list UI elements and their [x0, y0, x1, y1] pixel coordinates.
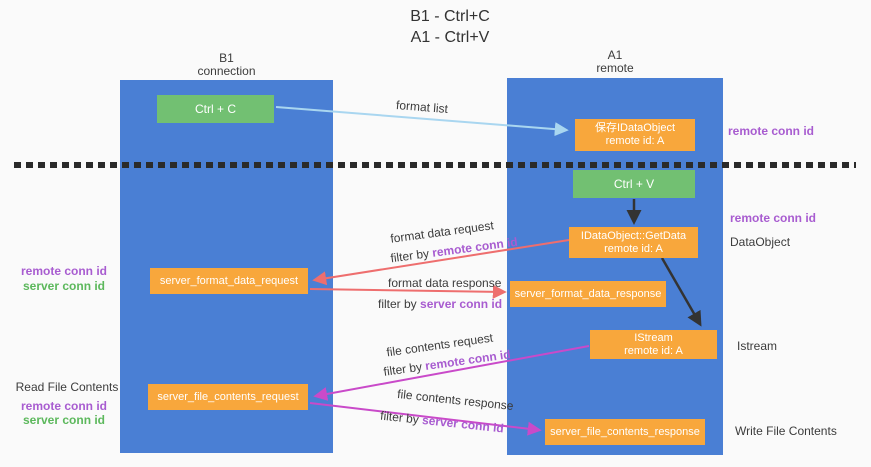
- node-sfcres-label: server_file_contents_response: [550, 425, 700, 438]
- server-conn-id-text: server conn id: [22, 279, 106, 293]
- node-getdata-line2: remote id: A: [604, 242, 663, 255]
- remote-conn-id-text: remote conn id: [728, 124, 815, 138]
- node-server-format-data-response: server_format_data_response: [510, 281, 666, 307]
- title-line1: B1 - Ctrl+C: [410, 8, 490, 25]
- read-file-contents-text: Read File Contents: [15, 380, 119, 394]
- node-idataobject-getdata: IDataObject::GetData remote id: A: [569, 227, 698, 258]
- lifeline-a1-name: A1: [607, 48, 623, 62]
- edge-label-file-contents-response: file contents response: [397, 387, 515, 413]
- left-label-read-file-contents: Read File Contents: [12, 380, 122, 395]
- node-sfdreq-label: server_format_data_request: [159, 274, 299, 287]
- phase-divider-dashed-line: [14, 162, 856, 168]
- format-list-text: format list: [395, 97, 449, 117]
- file-contents-response-text: file contents response: [396, 386, 515, 414]
- server-conn-id-text: server conn id: [22, 413, 106, 427]
- server-conn-id-text: server conn id: [421, 412, 505, 436]
- lifeline-a1-role: remote: [596, 61, 634, 75]
- node-ctrl-v-label: Ctrl + V: [613, 177, 655, 191]
- right-label-istream: Istream: [737, 339, 777, 353]
- edge-label-format-list: format list: [396, 98, 449, 116]
- left-label-conn-ids-1: remote conn id server conn id: [14, 264, 114, 294]
- server-conn-id-text: server conn id: [420, 297, 503, 311]
- node-ctrl-v: Ctrl + V: [573, 170, 695, 198]
- node-ctrl-c-label: Ctrl + C: [194, 102, 236, 116]
- edge-label-format-data-response: format data response: [388, 276, 501, 290]
- write-file-contents-text: Write File Contents: [735, 424, 837, 438]
- right-label-dataobject: DataObject: [730, 235, 790, 249]
- node-save-line2: remote id: A: [605, 135, 665, 147]
- node-istream-line1: IStream: [634, 331, 673, 344]
- format-data-response-text: format data response: [388, 276, 502, 290]
- node-ctrl-c: Ctrl + C: [157, 95, 274, 123]
- left-label-conn-ids-2: remote conn id server conn id: [14, 399, 114, 427]
- node-istream: IStream remote id: A: [590, 330, 717, 359]
- remote-conn-id-text: remote conn id: [20, 399, 107, 413]
- lifeline-b1-role: connection: [197, 64, 256, 78]
- filter-by-text: filter by: [379, 408, 420, 427]
- right-label-write-file-contents: Write File Contents: [735, 424, 837, 438]
- filter-by-text: filter by: [378, 297, 417, 311]
- page-title: B1 - Ctrl+C A1 - Ctrl+V: [30, 6, 870, 48]
- node-istream-line2: remote id: A: [624, 344, 683, 357]
- lifeline-header-a1: A1 remote: [507, 49, 723, 75]
- right-label-remote-conn-id-1: remote conn id: [728, 124, 814, 138]
- lifeline-b1-name: B1: [219, 51, 234, 65]
- istream-text: Istream: [737, 339, 778, 353]
- edge-label-filter-server-2: filter by server conn id: [380, 409, 505, 436]
- node-server-format-data-request: server_format_data_request: [150, 268, 308, 294]
- node-server-file-contents-request: server_file_contents_request: [148, 384, 308, 410]
- edge-label-filter-server-1: filter by server conn id: [378, 297, 502, 311]
- node-sfdres-label: server_format_data_response: [514, 287, 662, 300]
- node-server-file-contents-response: server_file_contents_response: [545, 419, 705, 445]
- lifeline-header-b1: B1 connection: [120, 52, 333, 78]
- title-line2: A1 - Ctrl+V: [410, 29, 490, 46]
- filter-by-text: filter by: [382, 359, 423, 379]
- filter-by-text: filter by: [389, 246, 430, 266]
- remote-conn-id-text: remote conn id: [730, 211, 817, 225]
- dataobject-text: DataObject: [730, 235, 791, 249]
- node-getdata-line1: IDataObject::GetData: [580, 229, 687, 242]
- node-save-line1: 保存IDataObject: [594, 122, 676, 134]
- node-sfcreq-label: server_file_contents_request: [157, 390, 299, 403]
- remote-conn-id-text: remote conn id: [20, 264, 107, 278]
- right-label-remote-conn-id-2: remote conn id: [730, 211, 816, 225]
- node-save-idataobject: 保存IDataObject remote id: A: [575, 119, 695, 151]
